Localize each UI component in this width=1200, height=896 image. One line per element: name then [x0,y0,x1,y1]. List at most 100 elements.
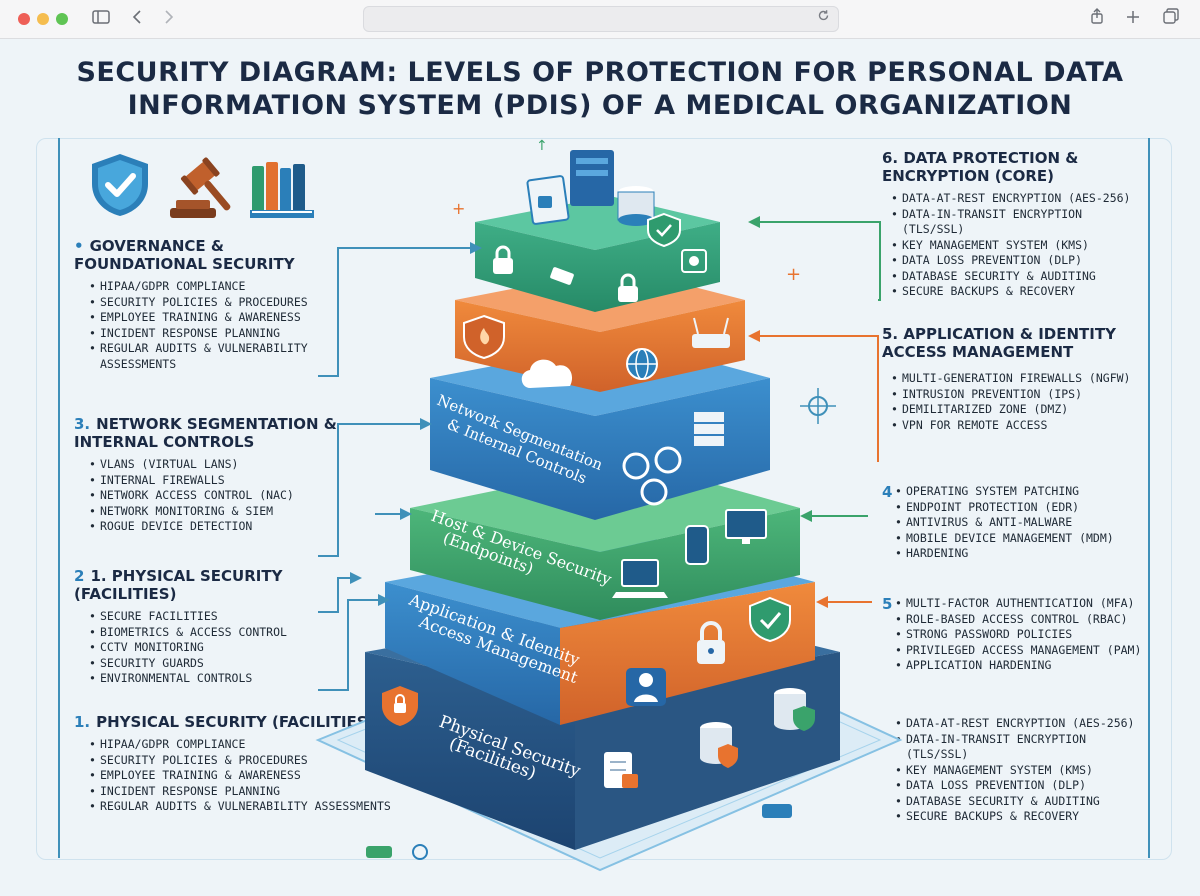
title-line-2: Information System (PDIS) of a Medical O… [127,90,1073,121]
data-protection-list: Data-at-Rest Encryption (AES-256) Data-i… [890,191,1144,300]
forward-arrow-icon[interactable] [158,8,180,30]
list-item: Incident Response Planning [88,326,344,342]
padlock-top-icon [493,245,513,274]
books-icon [248,158,318,226]
physical-2-list: Secure Facilities Biometrics & Access Co… [88,609,344,687]
list-item: Internal Firewalls [88,473,344,489]
page-title: Security Diagram: Levels of Protection f… [60,56,1140,122]
address-bar[interactable] [363,6,839,32]
app-identity-panel: 5. Application & Identity Access Managem… [882,325,1144,433]
encryption-list: Data-at-Rest Encryption (AES-256) Data-i… [894,716,1150,825]
network-heading: 3.Network Segmentation & Internal Contro… [74,415,344,451]
list-item: Data-in-Transit Encryption (TLS/SSL) [890,207,1144,238]
list-item: HIPAA/GDPR Compliance [88,737,414,753]
access-list: Multi-Factor Authentication (MFA) Role-B… [894,596,1150,674]
user-icon [626,668,666,706]
sidebar-toggle-icon[interactable] [90,8,112,30]
maximize-window-button[interactable] [56,13,68,25]
shield-check-small-icon [749,596,791,643]
list-item: Incident Response Planning [88,784,414,800]
layer-data-core [475,150,720,312]
shield-top-icon [647,212,681,248]
monitor-icon [725,509,767,544]
share-icon[interactable] [1086,8,1108,30]
camera-icon [550,267,574,285]
decorative-chips [366,804,792,860]
list-item: Database Security & Auditing [890,269,1144,285]
list-item: Privileged Access Management (PAM) [894,643,1150,659]
network-list: VLANs (Virtual LANs) Internal Firewalls … [88,457,344,535]
padlock-top-2-icon [618,273,638,302]
tab-overview-icon[interactable] [1160,8,1182,30]
list-item: VLANs (Virtual LANs) [88,457,344,473]
physical-1-marker: 1. [74,713,91,731]
list-item: Mobile Device Management (MDM) [894,531,1144,547]
minimize-window-button[interactable] [37,13,49,25]
list-item: Data Loss Prevention (DLP) [894,778,1150,794]
globe-icon [626,348,658,380]
physical-2-heading: 21. Physical Security (Facilities) [74,567,344,603]
list-item: Regular Audits & Vulnerability Assessmen… [88,799,414,815]
list-item: CCTV Monitoring [88,640,344,656]
network-marker: 3. [74,415,91,433]
list-item: Secure Backups & Recovery [890,284,1144,300]
shield-lock-icon [382,686,418,726]
gavel-icon [166,156,242,226]
cloud-icon [521,359,573,388]
list-item: Security Policies & Procedures [88,753,414,769]
document-stack-icon [526,175,570,225]
list-item: VPN for Remote Access [890,418,1144,434]
reload-icon[interactable] [814,9,832,27]
title-line-1: Security Diagram: Levels of Protection f… [76,57,1124,88]
list-item: Security Guards [88,656,344,672]
shield-check-icon [88,152,152,222]
list-item: Secure Backups & Recovery [894,809,1150,825]
svg-text:↑: ↑ [536,138,548,154]
physical-2-heading-text: 1. Physical Security (Facilities) [74,567,283,603]
physical-panel-1: 1.Physical Security (Facilities) HIPAA/G… [74,713,414,815]
decorative-sparkles: + + ↑ [452,138,836,424]
router-icon [692,317,730,348]
right-connectors [760,221,881,603]
governance-heading-text: Governance & Foundational Security [74,237,295,273]
governance-panel: •Governance & Foundational Security HIPA… [74,237,344,372]
laptop-icon [612,559,668,598]
list-item: HIPAA/GDPR Compliance [88,279,344,295]
target-icon [681,249,707,273]
database-top-icon [617,186,655,226]
svg-text:+: + [786,264,801,285]
list-item: Biometrics & Access Control [88,625,344,641]
list-item: Operating System Patching [894,484,1144,500]
encryption-panel: Data-at-Rest Encryption (AES-256) Data-i… [894,716,1150,825]
physical-panel-2: 21. Physical Security (Facilities) Secur… [74,567,344,687]
data-protection-heading: 6. Data Protection & Encryption (Core) [882,149,1079,185]
server-stack-icon [774,688,815,731]
phone-icon [685,525,709,565]
firewall-shield-icon [463,314,505,360]
list-item: Key Management System (KMS) [894,763,1150,779]
back-arrow-icon[interactable] [126,8,148,30]
list-item: Key Management System (KMS) [890,238,1144,254]
browser-toolbar [0,0,1200,39]
list-item: Regular Audits & Vulnerability Assessmen… [88,341,344,372]
governance-list: HIPAA/GDPR Compliance Security Policies … [88,279,344,372]
list-item: Hardening [894,546,1144,562]
network-heading-text: Network Segmentation & Internal Controls [74,415,337,451]
access-panel: Multi-Factor Authentication (MFA) Role-B… [894,596,1150,674]
host-panel: Operating System Patching Endpoint Prote… [894,484,1144,562]
physical-1-heading: 1.Physical Security (Facilities) [74,713,414,731]
right-arrowheads [748,216,828,608]
new-tab-icon[interactable] [1122,8,1144,30]
access-marker: 5 [882,595,893,613]
list-item: Demilitarized Zone (DMZ) [890,402,1144,418]
svg-text:+: + [452,199,465,218]
governance-heading: •Governance & Foundational Security [74,237,344,273]
host-list: Operating System Patching Endpoint Prote… [894,484,1144,562]
list-item: Secure Facilities [88,609,344,625]
list-item: Endpoint Protection (EDR) [894,500,1144,516]
list-item: Data-at-Rest Encryption (AES-256) [894,716,1150,732]
list-item: Data-in-Transit Encryption (TLS/SSL) [894,732,1150,763]
list-item: Antivirus & Anti-Malware [894,515,1144,531]
close-window-button[interactable] [18,13,30,25]
